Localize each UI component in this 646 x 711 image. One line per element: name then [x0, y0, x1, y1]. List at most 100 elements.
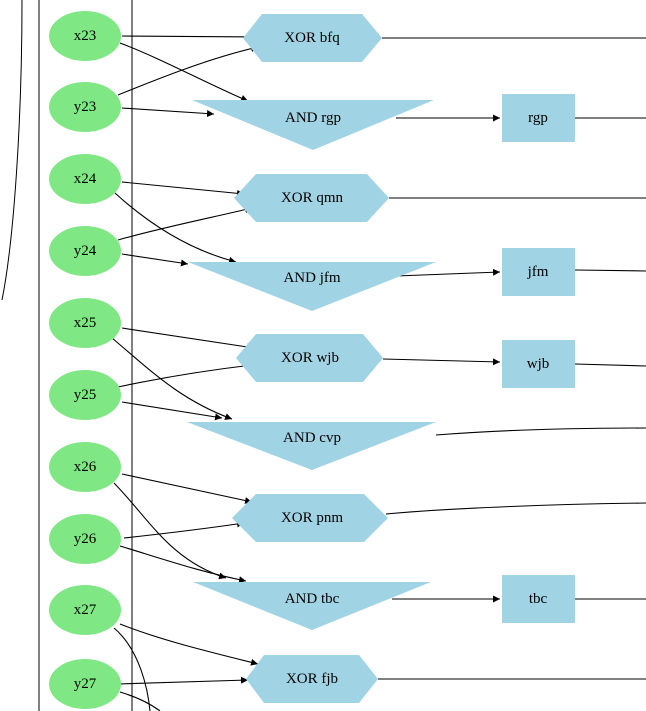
input-node-x26[interactable]: x26: [49, 442, 121, 492]
output-node-tbc[interactable]: tbc: [502, 575, 575, 623]
edge-y26-xor-pnm: [123, 520, 245, 539]
input-node-x25[interactable]: x25: [49, 298, 121, 348]
edge-x24-and-jfm: [114, 192, 237, 264]
input-node-label: x25: [74, 315, 97, 331]
input-node-y27[interactable]: y27: [49, 659, 121, 709]
input-node-shape: [49, 585, 121, 635]
and-gate-shape: [187, 422, 436, 470]
gate-node-xor-qmn[interactable]: XOR qmn: [234, 174, 389, 222]
edge-x26-xor-pnm: [121, 473, 253, 504]
output-node-shape: [502, 94, 575, 142]
gate-node-label: XOR fjb: [286, 671, 338, 687]
xor-gate-shape: [232, 494, 388, 542]
input-node-shape: [49, 298, 121, 348]
edge-x25-xor-wjb: [121, 327, 255, 351]
input-node-shape: [49, 442, 121, 492]
output-node-shape: [502, 248, 575, 296]
input-node-label: y26: [74, 531, 97, 547]
edge-y23-xor-bfq: [117, 45, 259, 96]
edge-x24-xor-qmn: [121, 181, 245, 197]
gate-node-label: XOR qmn: [281, 190, 344, 206]
gate-node-label: AND rgp: [285, 110, 341, 126]
edge-xor-wjb-out-wjb: [382, 358, 501, 366]
gate-node-xor-wjb[interactable]: XOR wjb: [236, 334, 383, 382]
output-node-label: tbc: [529, 591, 548, 607]
edge-y27-continuation: [119, 691, 161, 711]
gate-node-xor-fjb[interactable]: XOR fjb: [246, 655, 378, 703]
output-node-rgp[interactable]: rgp: [502, 94, 575, 142]
gate-node-and-cvp[interactable]: AND cvp: [187, 422, 436, 470]
input-node-label: y27: [74, 676, 97, 692]
gate-node-label: XOR bfq: [284, 30, 340, 46]
xor-gate-shape: [236, 334, 383, 382]
edge-x25-and-cvp: [111, 337, 233, 420]
input-node-shape: [49, 514, 121, 564]
input-node-label: y25: [74, 387, 97, 403]
and-gate-shape: [193, 582, 431, 630]
gate-node-label: XOR wjb: [281, 350, 339, 366]
input-node-shape: [49, 11, 121, 61]
output-node-jfm[interactable]: jfm: [502, 248, 575, 296]
edge-y25-and-cvp: [121, 401, 223, 421]
output-node-shape: [502, 340, 575, 388]
edge-jfm-out: [574, 269, 646, 272]
edge-and-jfm-out-jfm: [395, 268, 501, 277]
input-node-label: x27: [74, 602, 97, 618]
input-node-x27[interactable]: x27: [49, 585, 121, 635]
gate-node-label: AND cvp: [283, 430, 341, 446]
input-node-y24[interactable]: y24: [49, 226, 121, 276]
input-node-shape: [49, 154, 121, 204]
outer-cluster-border: [1, 0, 23, 301]
input-node-shape: [49, 370, 121, 420]
and-gate-shape: [188, 262, 436, 311]
gate-node-label: XOR pnm: [281, 510, 343, 526]
edge-y24-xor-qmn: [117, 206, 253, 241]
edge-layer: [111, 33, 646, 711]
edge-y23-and-rgp: [121, 107, 215, 118]
edge-and-cvp-out: [435, 427, 646, 436]
input-nodes: x23 y23 x24 y24 x25 y25 x26 y26: [49, 11, 121, 709]
input-node-shape: [49, 659, 121, 709]
edge-y24-and-jfm: [121, 253, 189, 267]
input-node-shape: [49, 226, 121, 276]
gate-node-and-jfm[interactable]: AND jfm: [188, 262, 436, 311]
output-node-label: jfm: [527, 264, 549, 280]
edge-x26-and-tbc: [113, 482, 227, 580]
gate-node-xor-pnm[interactable]: XOR pnm: [232, 494, 388, 542]
edge-xor-pnm-out: [385, 502, 646, 515]
input-node-label: y24: [74, 243, 97, 259]
input-node-y26[interactable]: y26: [49, 514, 121, 564]
input-node-y25[interactable]: y25: [49, 370, 121, 420]
gate-node-label: AND jfm: [283, 270, 340, 286]
input-node-label: x24: [74, 171, 97, 187]
output-nodes: rgp jfm wjb tbc: [502, 94, 575, 623]
xor-gate-shape: [234, 174, 389, 222]
input-node-shape: [49, 82, 121, 132]
gate-nodes: XOR bfq AND rgp XOR qmn AND jfm XOR wjb …: [187, 14, 436, 703]
output-node-label: rgp: [528, 110, 548, 126]
gate-node-xor-bfq[interactable]: XOR bfq: [243, 14, 382, 62]
and-gate-shape: [192, 100, 434, 150]
input-node-y23[interactable]: y23: [49, 82, 121, 132]
input-node-x23[interactable]: x23: [49, 11, 121, 61]
output-node-shape: [502, 575, 575, 623]
edge-y26-and-tbc: [119, 545, 247, 584]
edge-x23-xor-bfq: [121, 33, 259, 41]
output-node-wjb[interactable]: wjb: [502, 340, 575, 388]
edge-x27-xor-fjb: [119, 623, 259, 666]
edge-wjb-out: [574, 363, 646, 367]
edge-y25-xor-wjb: [117, 362, 253, 388]
input-node-label: y23: [74, 99, 97, 115]
gate-node-and-tbc[interactable]: AND tbc: [193, 582, 431, 630]
output-node-label: wjb: [527, 356, 550, 372]
input-node-x24[interactable]: x24: [49, 154, 121, 204]
input-node-label: x26: [74, 459, 97, 475]
gate-node-label: AND tbc: [285, 591, 340, 607]
input-node-label: x23: [74, 28, 97, 44]
gate-node-and-rgp[interactable]: AND rgp: [192, 100, 434, 150]
edge-x23-and-rgp: [119, 42, 249, 102]
xor-gate-shape: [243, 14, 382, 62]
edge-y27-xor-fjb: [117, 676, 249, 685]
xor-gate-shape: [246, 655, 378, 703]
